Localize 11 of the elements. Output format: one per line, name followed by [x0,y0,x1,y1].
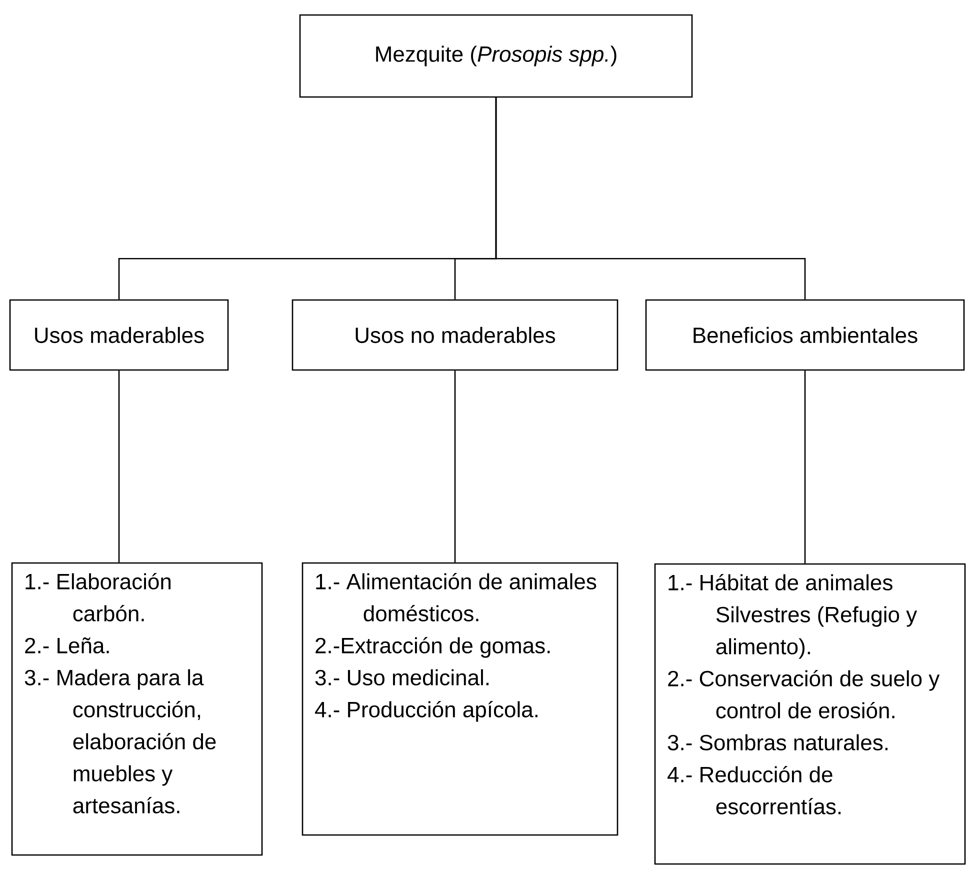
title-box: Mezquite (Prosopis spp.) [299,14,693,98]
category-box: Usos maderables [9,299,229,371]
connector-line [804,370,806,564]
connector-line [495,98,806,300]
category-box: Usos no maderables [292,299,618,371]
list-box: 1.- Elaboración carbón. 2.- Leña. 3.- Madera para la construcción, elaboración de muebles y artesanías. [11,562,263,856]
category-box: Beneficios ambientales [645,299,965,371]
list-box: 1.- Hábitat de animales Silvestres (Refugio y alimento). 2.- Conservación de suelo y control de erosión. 3.- Sombras naturales. 4.- Reducción de escorrentías. [654,563,966,865]
connector-line [454,370,456,562]
list-box: 1.- Alimentación de animales domésticos. 2.-Extracción de gomas. 3.- Uso medicinal. 4.- Producción apícola. [302,562,618,836]
connector-line [118,370,120,562]
